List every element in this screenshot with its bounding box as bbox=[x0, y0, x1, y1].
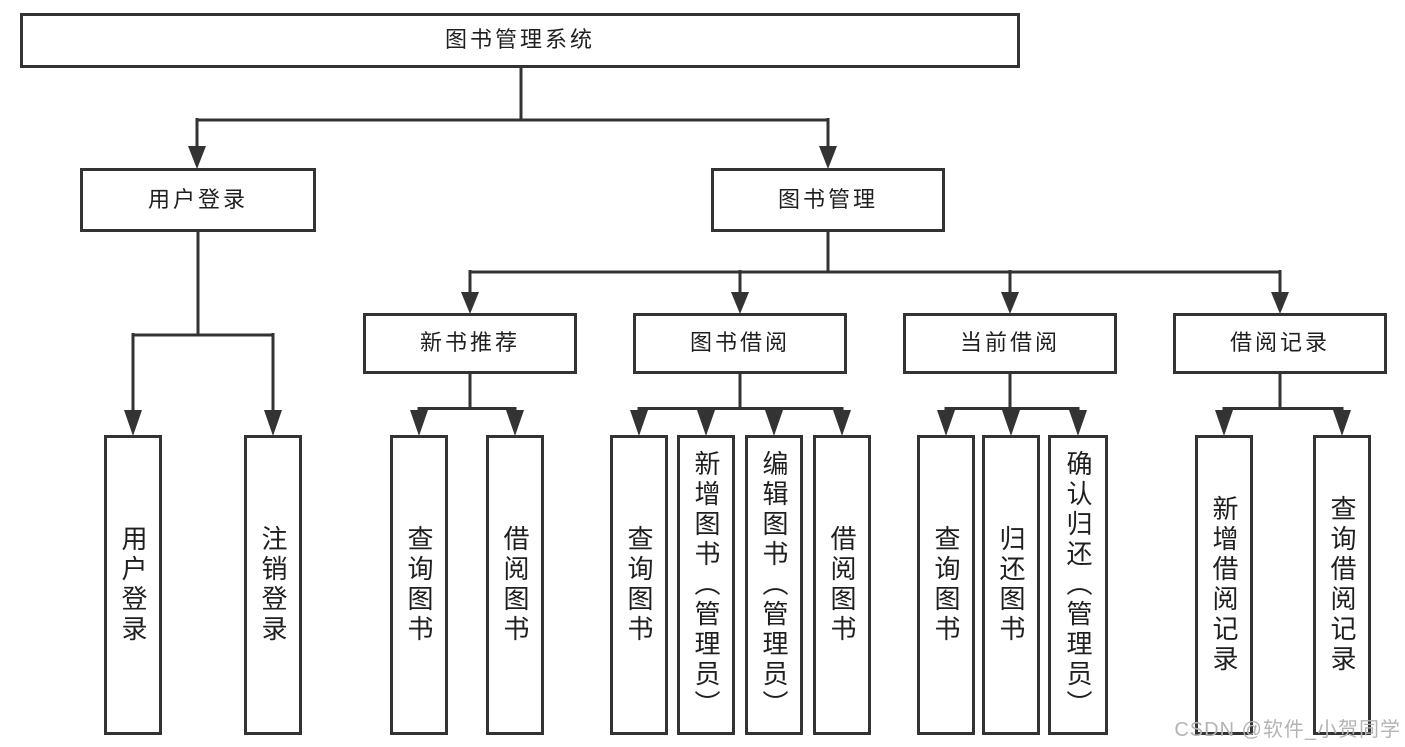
node-book-borrow: 图书借阅 bbox=[633, 313, 847, 374]
leaf-current-confirm-return-admin: 确认归还（管理员） bbox=[1048, 435, 1108, 735]
leaf-borrow-query-book: 查询图书 bbox=[610, 435, 668, 735]
node-root: 图书管理系统 bbox=[20, 13, 1020, 68]
node-current-borrow: 当前借阅 bbox=[903, 313, 1117, 374]
node-new-book-recommend: 新书推荐 bbox=[363, 313, 577, 374]
node-borrow-records: 借阅记录 bbox=[1173, 313, 1387, 374]
leaf-borrow-borrow-book: 借阅图书 bbox=[813, 435, 871, 735]
node-user-login: 用户登录 bbox=[80, 168, 316, 232]
node-book-management: 图书管理 bbox=[711, 168, 945, 232]
leaf-logout: 注销登录 bbox=[244, 435, 302, 735]
leaf-current-query-book: 查询图书 bbox=[917, 435, 975, 735]
leaf-borrow-add-book-admin: 新增图书（管理员） bbox=[677, 435, 735, 735]
csdn-watermark: CSDN @软件_小贺同学 bbox=[1174, 719, 1401, 741]
leaf-current-return-book: 归还图书 bbox=[982, 435, 1040, 735]
leaf-record-query-record: 查询借阅记录 bbox=[1313, 435, 1371, 735]
leaf-record-add-record: 新增借阅记录 bbox=[1195, 435, 1253, 735]
leaf-newbook-borrow-book: 借阅图书 bbox=[486, 435, 544, 735]
leaf-user-login: 用户登录 bbox=[104, 435, 162, 735]
leaf-newbook-query-book: 查询图书 bbox=[390, 435, 448, 735]
leaf-borrow-edit-book-admin: 编辑图书（管理员） bbox=[745, 435, 803, 735]
